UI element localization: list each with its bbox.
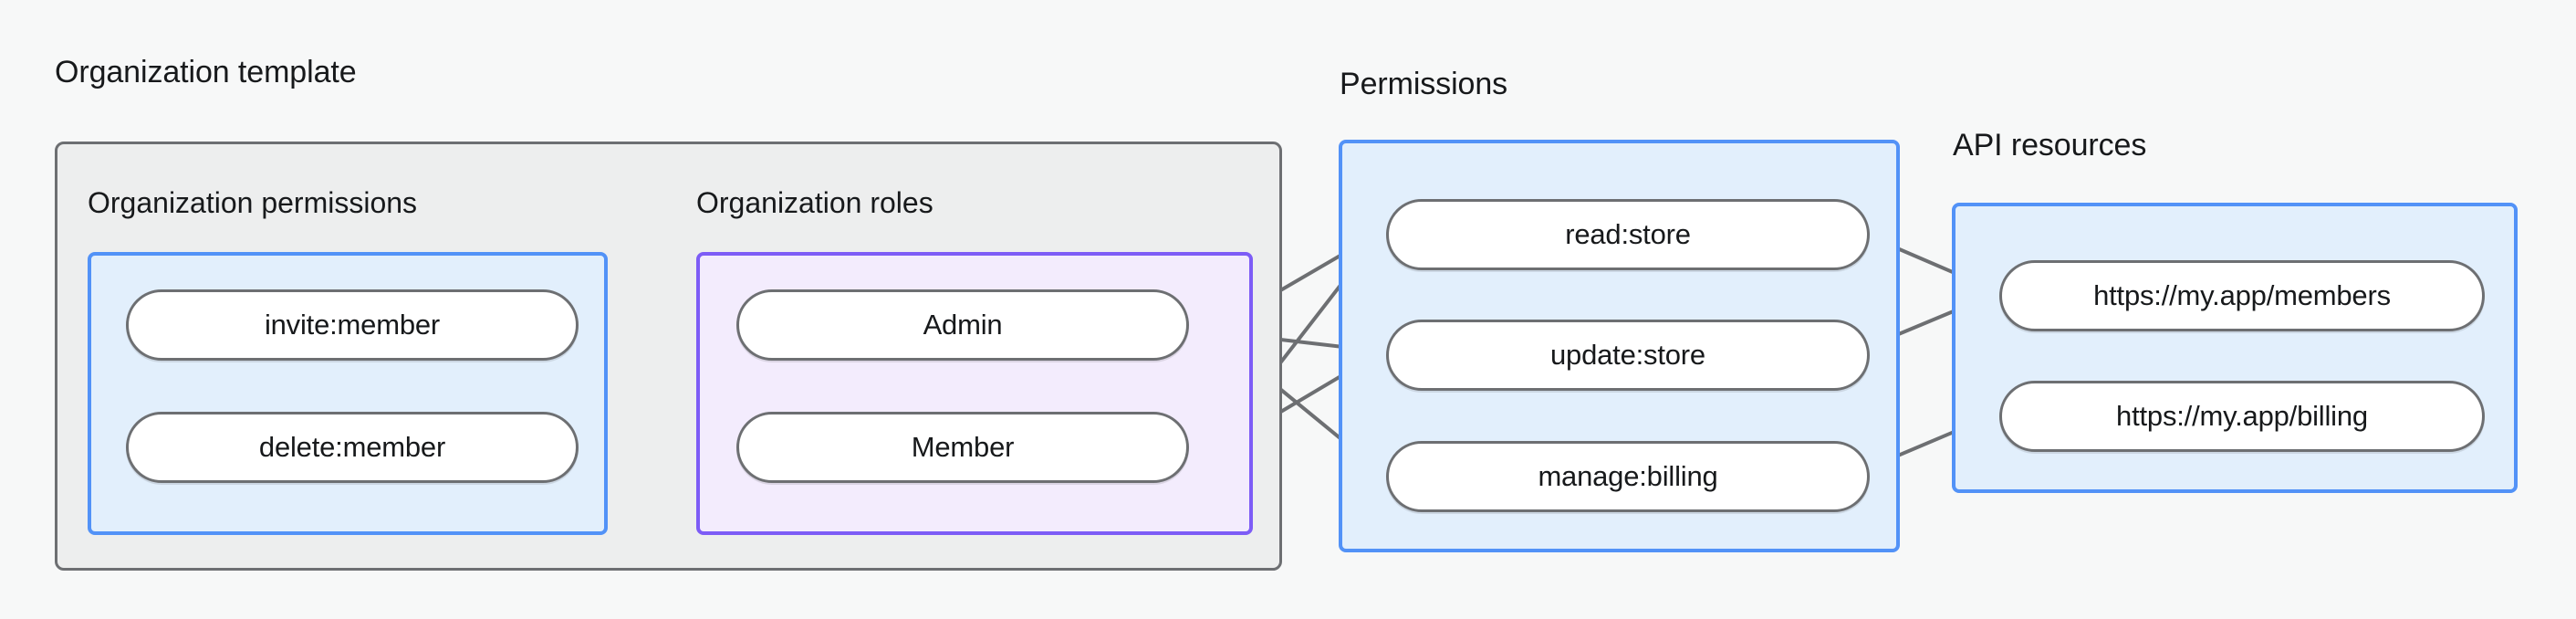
organization-template-caption: Organization template	[55, 55, 357, 89]
node-permission-update-store[interactable]: update:store	[1386, 320, 1870, 391]
node-role-admin[interactable]: Admin	[736, 289, 1189, 361]
organization-permissions-group: invite:member delete:member	[88, 252, 608, 535]
api-resources-group: https://my.app/members https://my.app/bi…	[1952, 203, 2518, 493]
organization-permissions-caption: Organization permissions	[88, 186, 418, 219]
node-invite-member[interactable]: invite:member	[126, 289, 579, 361]
node-permission-manage-billing[interactable]: manage:billing	[1386, 441, 1870, 512]
node-api-resource-billing[interactable]: https://my.app/billing	[1999, 381, 2485, 452]
organization-roles-caption: Organization roles	[696, 186, 933, 219]
node-delete-member[interactable]: delete:member	[126, 412, 579, 483]
node-permission-read-store[interactable]: read:store	[1386, 199, 1870, 270]
api-resources-caption: API resources	[1953, 128, 2147, 163]
permissions-caption: Permissions	[1340, 67, 1508, 101]
node-api-resource-members[interactable]: https://my.app/members	[1999, 260, 2485, 331]
permissions-group: read:store update:store manage:billing	[1339, 140, 1900, 552]
organization-template-group: Organization permissions invite:member d…	[55, 142, 1282, 571]
organization-roles-group: Admin Member	[696, 252, 1253, 535]
node-role-member[interactable]: Member	[736, 412, 1189, 483]
